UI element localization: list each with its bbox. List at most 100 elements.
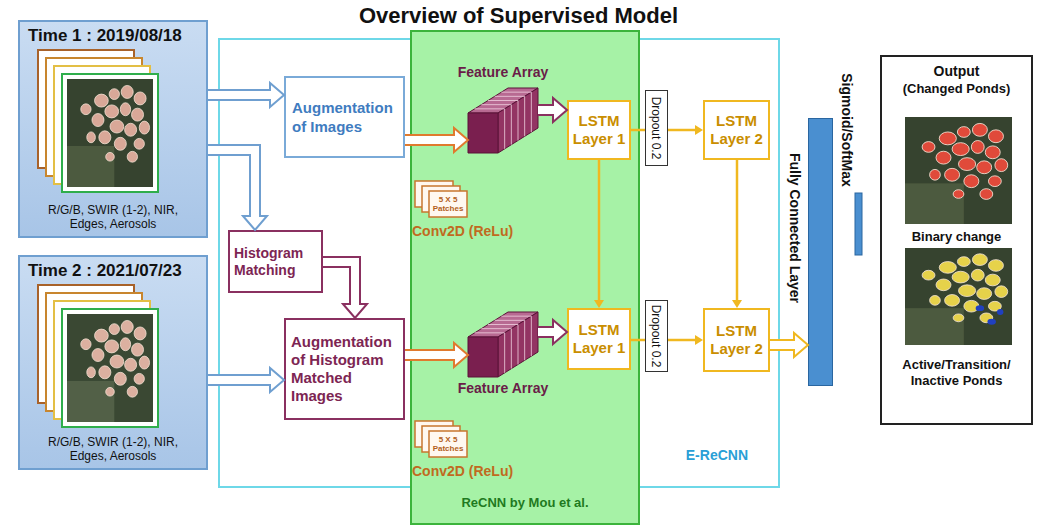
node-text: Feature Array [453, 380, 553, 397]
arrow-head [695, 335, 703, 345]
node-text: Time 1 : 2019/08/18 [28, 26, 198, 46]
arrow-shaft-inner [538, 328, 555, 336]
arrow-line [598, 160, 601, 301]
activation-bar: Sigmoid/SoftMax [808, 118, 833, 386]
arrow-head [270, 83, 284, 107]
cube-slice [475, 332, 505, 333]
band-frame [62, 74, 158, 192]
arrow-head [243, 216, 267, 230]
process-box: Augmentation of Images [284, 76, 405, 158]
arrow-line [668, 339, 696, 342]
image-ground [67, 314, 153, 422]
node-text: Binary change [886, 228, 1027, 245]
cube-face [468, 113, 498, 153]
node-text: E-ReCNN [686, 447, 748, 464]
node-text: LSTM Layer 1 [571, 112, 627, 148]
node-text: Dropout 0.2 [650, 97, 664, 160]
label-anchor: Fully Connected Layer [0, 0, 150, 18]
lstm-box: LSTM Layer 2 [703, 308, 770, 372]
connector [323, 262, 367, 318]
connector [770, 333, 808, 357]
cube-slice [518, 325, 519, 365]
arrow-head [454, 128, 468, 152]
title-anchor: Overview of Supervised Model [0, 3, 1037, 29]
connector [208, 368, 284, 392]
arrow-shaft [208, 150, 255, 216]
arrow-shaft-inner [208, 150, 255, 218]
cube-slice [524, 320, 525, 360]
arrow-line [668, 129, 696, 132]
node-text: LSTM Layer 2 [707, 322, 766, 358]
dropout-box: Dropout 0.2 [645, 300, 668, 372]
node-text: Conv2D (ReLu) [412, 463, 470, 480]
patch-stack: 5 X 5 PatchesConv2D (ReLu) [414, 180, 470, 220]
image-ground [905, 183, 964, 224]
connector [668, 125, 703, 135]
node-text: Dropout 0.2 [650, 305, 664, 368]
pond-shapes [81, 85, 150, 162]
connector [631, 130, 645, 131]
node-text: Feature Array [453, 64, 553, 81]
arrow-head [553, 98, 567, 122]
connector [538, 320, 567, 344]
arrow-head [732, 300, 742, 308]
arrow-shaft-inner [208, 376, 272, 384]
node-text: Augmentation of Images [292, 98, 397, 136]
node-text: 5 X 5 Patches [429, 191, 467, 217]
arrow-line [736, 160, 739, 301]
arrow-shaft [323, 262, 355, 304]
cube-slice [481, 104, 511, 105]
arrow-shaft-inner [208, 91, 272, 99]
node-text: LSTM Layer 2 [707, 112, 766, 148]
arrow-head [695, 125, 703, 135]
cube-slice [488, 100, 518, 101]
cube-slice [531, 92, 532, 132]
image-ground [905, 248, 1012, 345]
connector [594, 160, 604, 308]
patch [429, 431, 467, 457]
node-text: ReCNN by Mou et al. [461, 495, 588, 511]
node-text: LSTM Layer 1 [571, 321, 627, 357]
node-text: R/G/B, SWIR (1-2), NIR, Edges, Aerosols [28, 435, 198, 463]
cube-slice [481, 328, 511, 329]
node-text: Output [886, 63, 1027, 80]
output-panel: Output(Changed Ponds)Binary changeActive… [880, 55, 1033, 425]
cube-slice [488, 324, 518, 325]
process-box: Augmentation of Histogram Matched Images [284, 318, 405, 420]
feature-cube-shape [468, 88, 538, 153]
result-image [905, 248, 1012, 345]
arrow-shaft-inner [405, 136, 456, 144]
connector [208, 150, 267, 230]
lstm-box: LSTM Layer 1 [567, 100, 631, 160]
arrow-head [270, 368, 284, 392]
band-frame [62, 309, 158, 427]
node-text: (Changed Ponds) [886, 80, 1027, 97]
arrow-line [631, 129, 645, 132]
cube-slice [495, 320, 525, 321]
side-bar [855, 193, 862, 255]
arrow-line [631, 339, 645, 342]
node-text: Conv2D (ReLu) [412, 223, 470, 240]
arrow-shaft-inner [323, 262, 355, 306]
cube-slice [511, 329, 512, 369]
connector [405, 343, 468, 367]
pond-shapes [922, 123, 1008, 199]
cube-slice [475, 108, 505, 109]
arrow-shaft-inner [538, 106, 555, 114]
pond-shapes [922, 254, 1008, 323]
diagram-title: Overview of Supervised Model [359, 3, 678, 29]
node-text: R/G/B, SWIR (1-2), NIR, Edges, Aerosols [28, 203, 198, 231]
cube-slice [501, 92, 531, 93]
node-text: 5 X 5 Patches [429, 431, 467, 457]
image-ground [905, 117, 1012, 224]
connector [631, 340, 645, 341]
connector [208, 83, 284, 107]
feature-cube: Feature Array [468, 88, 538, 153]
arrow-head [594, 300, 604, 308]
dropout-box: Dropout 0.2 [645, 90, 668, 166]
cube-slice [518, 101, 519, 141]
satellite-image [67, 79, 153, 187]
arrow-head [454, 343, 468, 367]
pond-shapes [81, 320, 150, 397]
cube-slice [531, 316, 532, 356]
